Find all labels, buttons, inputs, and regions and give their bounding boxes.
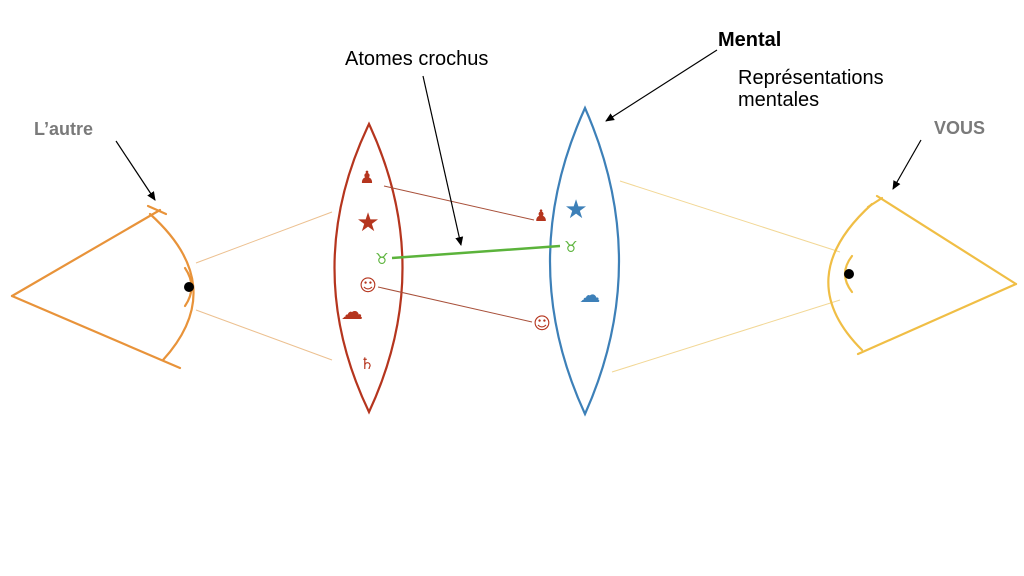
other-saturn-icon: ♄ [360, 354, 374, 373]
hooked-atoms-arrow [422, 75, 464, 246]
your-sight-line-lower [611, 299, 841, 373]
representations-label-line1: Représentations [738, 67, 884, 89]
your-star-icon: ★ [564, 195, 587, 225]
your-sight-line-upper [619, 180, 841, 253]
your-mind-lens [548, 105, 621, 417]
other-eye-upper-tick [146, 204, 168, 216]
other-taurus-icon: ♉ [375, 250, 388, 268]
your-eye-lower-lid [856, 282, 1018, 356]
other-eye [10, 204, 195, 370]
your-eye-cornea [827, 202, 874, 352]
other-cloud-icon: ☁ [341, 300, 363, 325]
your-smiley-icon: ☺ [533, 314, 551, 334]
you-label-arrow [892, 139, 922, 190]
your-eye [827, 194, 1018, 356]
hooked-atoms-label: Atomes crochus [345, 48, 488, 70]
other-smiley-icon: ☺ [359, 276, 377, 296]
annotation-arrows [115, 49, 922, 246]
other-mind-symbols: ♟ ★ ♉ ☺ ☁ ♄ [341, 168, 389, 373]
pawn-link-line [383, 185, 535, 221]
other-pawn-icon: ♟ [359, 168, 374, 188]
other-sight-line-lower [195, 309, 333, 361]
representations-label-line2: mentales [738, 89, 819, 111]
other-label-arrow [115, 140, 156, 201]
other-sight-lines [195, 211, 333, 361]
your-sight-lines [611, 180, 841, 373]
your-eye-upper-lid [875, 194, 1018, 286]
other-label: L’autre [34, 119, 93, 139]
other-mind-lens [333, 121, 404, 415]
other-star-icon: ★ [356, 208, 379, 238]
mental-label: Mental [718, 29, 781, 51]
other-eye-upper-lid [10, 208, 162, 298]
your-taurus-icon: ♉ [564, 238, 577, 256]
you-label: VOUS [934, 118, 985, 138]
mental-label-arrow [605, 49, 718, 122]
your-cloud-icon: ☁ [580, 283, 601, 307]
common-atom-link-line [391, 244, 561, 260]
other-eye-pupil [184, 282, 194, 292]
smiley-link-line [377, 286, 533, 323]
other-sight-line-upper [195, 211, 333, 264]
other-eye-lower-lid [10, 294, 182, 370]
your-pawn-icon: ♟ [534, 206, 548, 225]
your-eye-pupil [844, 269, 854, 279]
